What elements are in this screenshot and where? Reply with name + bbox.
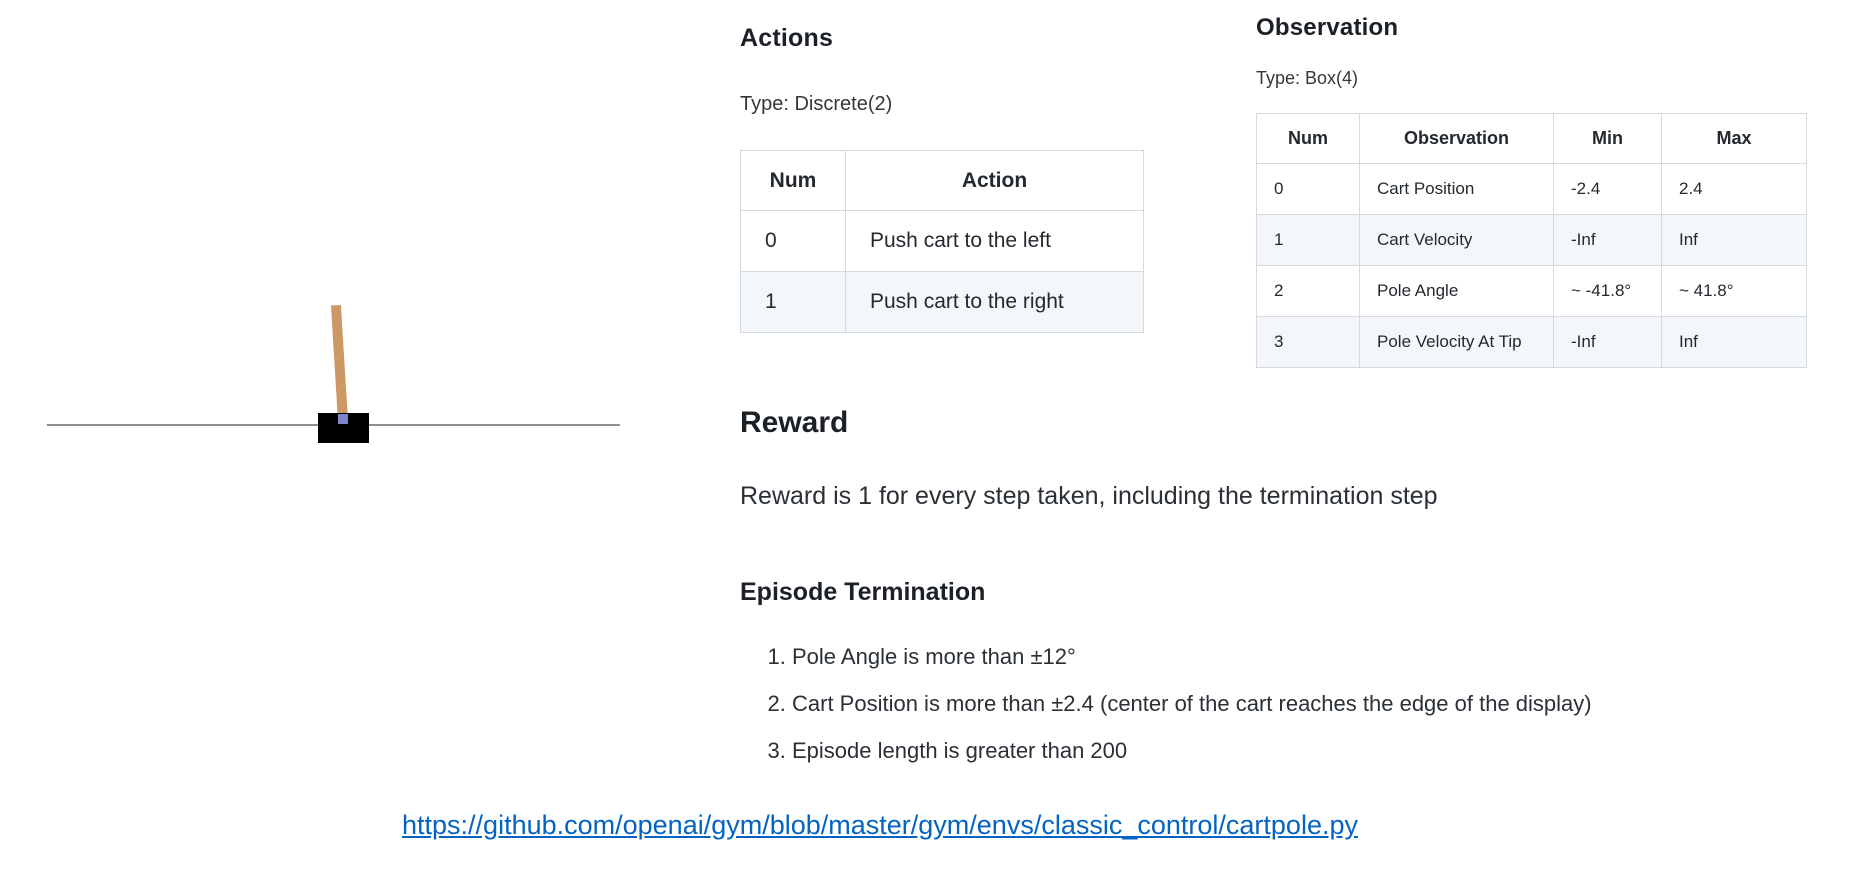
- table-cell: Cart Position: [1359, 163, 1554, 215]
- observation-type-label: Type: Box(4): [1256, 68, 1359, 88]
- reward-description: Reward is 1 for every step taken, includ…: [740, 482, 1438, 510]
- episode-termination-list: Pole Angle is more than ±12° Cart Positi…: [740, 644, 1740, 764]
- actions-header-num: Num: [740, 150, 846, 211]
- observation-section: Observation Type: Box(4) Num Observation…: [1256, 14, 1807, 368]
- actions-table: Num Action 0 Push cart to the left 1 Pus…: [740, 150, 1144, 333]
- observation-table-header-row: Num Observation Min Max: [1256, 113, 1807, 164]
- cartpole-figure: [0, 0, 660, 500]
- source-link-row: https://github.com/openai/gym/blob/maste…: [0, 810, 1760, 841]
- actions-header-action: Action: [845, 150, 1144, 211]
- observation-table-row: 1 Cart Velocity -Inf Inf: [1256, 214, 1807, 266]
- table-cell: -Inf: [1553, 214, 1662, 266]
- observation-header-num: Num: [1256, 113, 1360, 164]
- table-cell: Cart Velocity: [1359, 214, 1554, 266]
- observation-table: Num Observation Min Max 0 Cart Position …: [1256, 113, 1807, 368]
- table-cell: Inf: [1661, 316, 1807, 368]
- observation-table-row: 0 Cart Position -2.4 2.4: [1256, 163, 1807, 215]
- table-cell: 3: [1256, 316, 1360, 368]
- observation-table-row: 3 Pole Velocity At Tip -Inf Inf: [1256, 316, 1807, 368]
- reward-heading: Reward: [740, 406, 849, 439]
- table-cell: Inf: [1661, 214, 1807, 266]
- termination-condition: Episode length is greater than 200: [792, 739, 1740, 763]
- actions-table-row: 0 Push cart to the left: [740, 210, 1144, 272]
- table-cell: ~ 41.8°: [1661, 265, 1807, 317]
- table-cell: -2.4: [1553, 163, 1662, 215]
- observation-table-row: 2 Pole Angle ~ -41.8° ~ 41.8°: [1256, 265, 1807, 317]
- github-source-link[interactable]: https://github.com/openai/gym/blob/maste…: [402, 810, 1358, 840]
- table-cell: Pole Angle: [1359, 265, 1554, 317]
- episode-termination-section: Episode Termination Pole Angle is more t…: [740, 578, 1740, 787]
- episode-termination-heading: Episode Termination: [740, 578, 986, 606]
- table-cell: 0: [740, 210, 846, 272]
- table-cell: Pole Velocity At Tip: [1359, 316, 1554, 368]
- observation-header-observation: Observation: [1359, 113, 1554, 164]
- table-cell: 1: [1256, 214, 1360, 266]
- actions-type-label: Type: Discrete(2): [740, 93, 893, 115]
- table-cell: -Inf: [1553, 316, 1662, 368]
- observation-header-min: Min: [1553, 113, 1662, 164]
- termination-condition: Pole Angle is more than ±12°: [792, 644, 1740, 669]
- termination-condition: Cart Position is more than ±2.4 (center …: [792, 691, 1740, 716]
- table-cell: 0: [1256, 163, 1360, 215]
- actions-section: Actions Type: Discrete(2) Num Action 0 P…: [740, 24, 1144, 333]
- table-cell: Push cart to the left: [845, 210, 1144, 272]
- actions-heading: Actions: [740, 24, 834, 52]
- table-cell: ~ -41.8°: [1553, 265, 1662, 317]
- table-cell: Push cart to the right: [845, 271, 1144, 333]
- actions-table-row: 1 Push cart to the right: [740, 271, 1144, 333]
- table-cell: 2: [1256, 265, 1360, 317]
- reward-section: Reward Reward is 1 for every step taken,…: [740, 406, 1720, 511]
- cartpole-axle: [338, 414, 348, 424]
- table-cell: 2.4: [1661, 163, 1807, 215]
- observation-heading: Observation: [1256, 14, 1399, 41]
- observation-header-max: Max: [1661, 113, 1807, 164]
- actions-table-header-row: Num Action: [740, 150, 1144, 211]
- table-cell: 1: [740, 271, 846, 333]
- cartpole-pole: [330, 304, 348, 422]
